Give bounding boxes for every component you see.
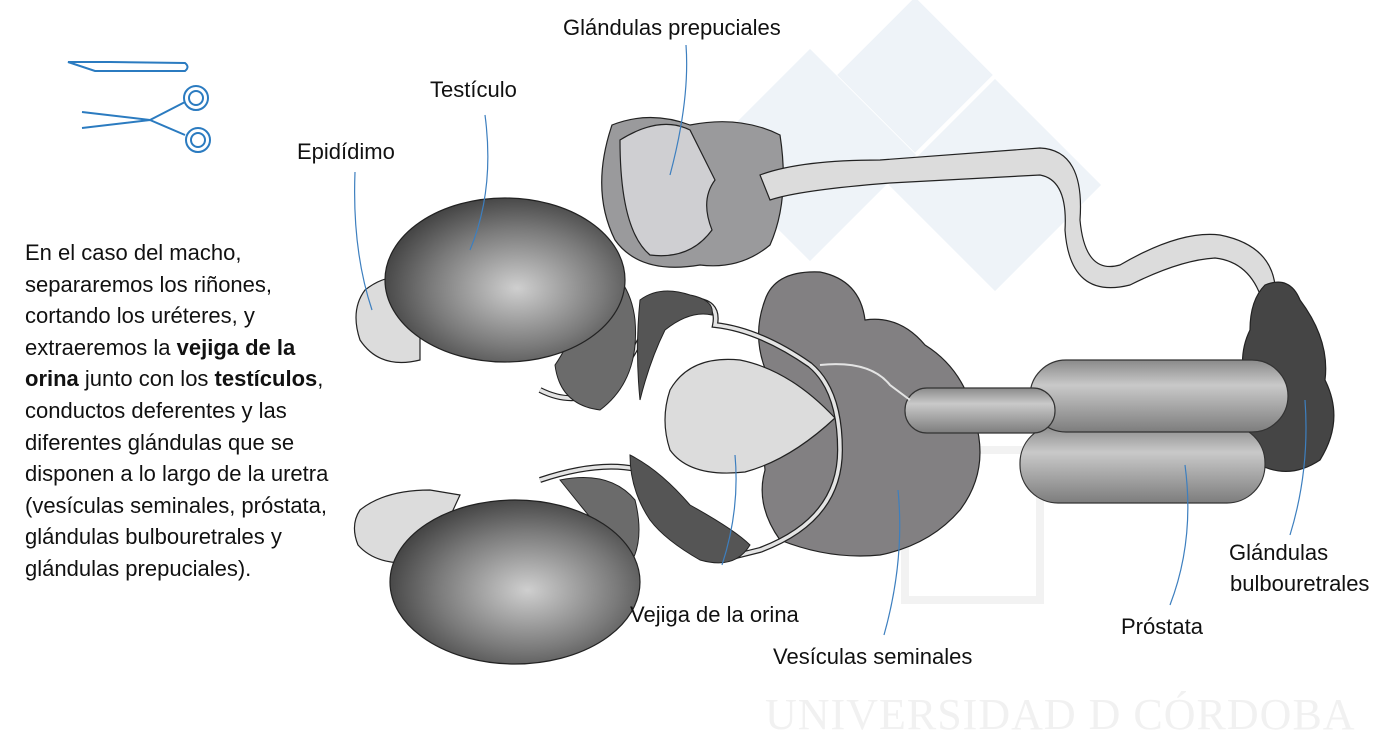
label-testicle: Testículo xyxy=(430,77,517,102)
label-epididymis: Epidídimo xyxy=(297,139,395,164)
urinary-bladder xyxy=(664,358,836,474)
epididymis-tail-top xyxy=(637,290,713,401)
label-preputial-glands: Glándulas prepuciales xyxy=(563,15,781,40)
text: En el caso del macho, separaremos los ri… xyxy=(25,240,273,360)
label-bulbourethral-2: bulbouretrales xyxy=(1230,571,1370,596)
prostate xyxy=(1019,359,1289,504)
preputial-glands xyxy=(601,116,784,268)
urethra xyxy=(904,387,1056,434)
label-bulbourethral-1: Glándulas xyxy=(1229,540,1329,565)
label-seminal-vesicles: Vesículas seminales xyxy=(773,644,973,669)
description-paragraph: En el caso del macho, separaremos los ri… xyxy=(25,237,345,585)
testicle-bottom xyxy=(389,499,641,665)
bold-text: testículos xyxy=(214,366,318,392)
watermark-text: UNIVERSIDAD D CÓRDOBA xyxy=(765,690,1356,739)
scalpel-and-scissors-icon xyxy=(67,61,211,153)
label-prostate: Próstata xyxy=(1121,614,1203,639)
leader-lines xyxy=(354,44,1307,636)
bold-text: vejiga de la orina xyxy=(25,334,296,392)
epididymis-tail-bottom xyxy=(629,454,751,564)
text: , conductos deferentes y las diferentes … xyxy=(25,366,329,581)
label-bladder: Vejiga de la orina xyxy=(630,602,799,627)
text: junto con los xyxy=(78,366,215,392)
testicle-top xyxy=(384,197,626,363)
